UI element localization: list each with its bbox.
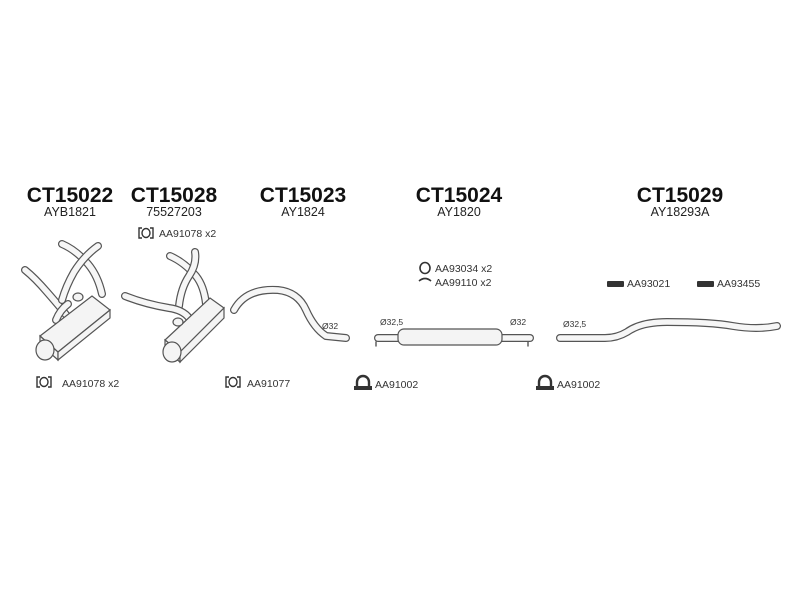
mounting-bracket-icon <box>697 281 714 287</box>
group-part-ct15029: AY18293A <box>651 205 711 219</box>
part-ct15023-intermediate-pipe <box>230 285 350 342</box>
part-ct15022-front-silencer <box>21 240 111 362</box>
gasket-clamp-icon <box>36 376 52 388</box>
group-part-ct15023: AY1824 <box>281 205 325 219</box>
label-aa93034: AA93034 x2 <box>435 263 492 275</box>
group-part-ct15028: 75527203 <box>146 205 202 219</box>
label-aa91077: AA91077 <box>247 378 290 390</box>
group-part-ct15022: AYB1821 <box>44 205 96 219</box>
group-code-ct15023: CT15023 <box>260 184 346 207</box>
part-ct15029-tail-pipe <box>556 318 781 342</box>
part-ct15024-middle-silencer <box>374 328 534 347</box>
label-aa91002-ct15024: AA91002 <box>375 379 418 391</box>
dimension-ct15024-inlet: Ø32,5 <box>380 317 403 327</box>
group-code-ct15024: CT15024 <box>416 184 503 207</box>
dimension-ct15024-outlet: Ø32 <box>510 317 526 327</box>
u-bolt-clamp-icon <box>354 374 372 390</box>
dimension-ct15023-outlet: Ø32 <box>322 321 338 331</box>
gasket-clamp-icon <box>138 227 154 239</box>
group-code-ct15022: CT15022 <box>27 184 113 207</box>
u-bolt-clamp-icon <box>536 374 554 390</box>
label-aa91078-bottom: AA91078 x2 <box>62 378 119 390</box>
label-aa93021: AA93021 <box>627 278 670 290</box>
label-aa99110: AA99110 x2 <box>435 277 492 289</box>
label-aa91078-top: AA91078 x2 <box>159 228 216 240</box>
label-aa91002-ct15029: AA91002 <box>557 379 600 391</box>
part-ct15028-front-silencer <box>121 248 225 364</box>
sealing-ring-icon <box>419 261 431 275</box>
group-code-ct15029: CT15029 <box>637 184 723 207</box>
rubber-hanger-icon <box>418 277 432 282</box>
dimension-ct15029-inlet: Ø32,5 <box>563 319 586 329</box>
label-aa93455: AA93455 <box>717 278 760 290</box>
group-part-ct15024: AY1820 <box>437 205 481 219</box>
group-code-ct15028: CT15028 <box>131 184 218 207</box>
mounting-bracket-icon <box>607 281 624 287</box>
gasket-clamp-icon <box>225 376 241 388</box>
